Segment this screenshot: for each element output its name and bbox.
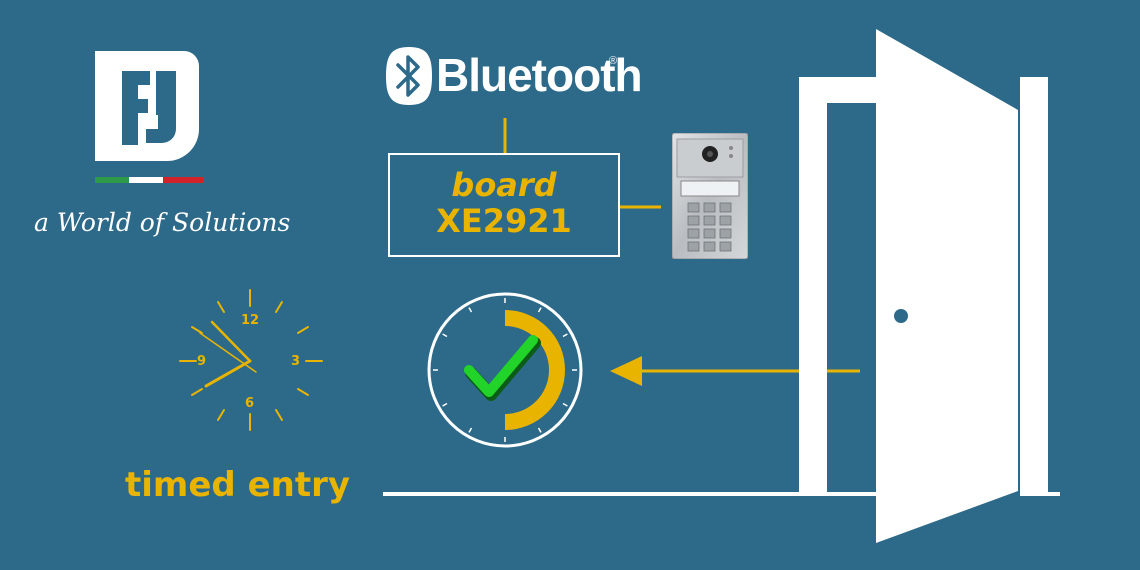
- clock-label-9: 9: [197, 354, 207, 369]
- board-label: board: [451, 166, 557, 204]
- bluetooth-label: Bluetooth: [436, 49, 643, 101]
- open-door-icon: [790, 25, 1140, 545]
- intercom-keypad-panel: [671, 132, 749, 260]
- clock-icon: 12 3 6 9: [172, 286, 332, 436]
- bluetooth-icon: [386, 47, 432, 105]
- brand-logo: [92, 45, 207, 190]
- board-model: XE2921: [436, 202, 572, 240]
- clock-label-6: 6: [245, 396, 255, 411]
- registered-mark: ®: [609, 55, 618, 67]
- clock-label-3: 3: [291, 354, 301, 369]
- fj-logo-icon: [95, 51, 203, 183]
- clock-label-12: 12: [241, 313, 260, 328]
- timed-entry-caption: timed entry: [125, 465, 351, 505]
- timer-check-icon: [425, 290, 585, 450]
- brand-tagline: a World of Solutions: [34, 208, 291, 237]
- board-xe2921-box: board XE2921: [388, 153, 620, 257]
